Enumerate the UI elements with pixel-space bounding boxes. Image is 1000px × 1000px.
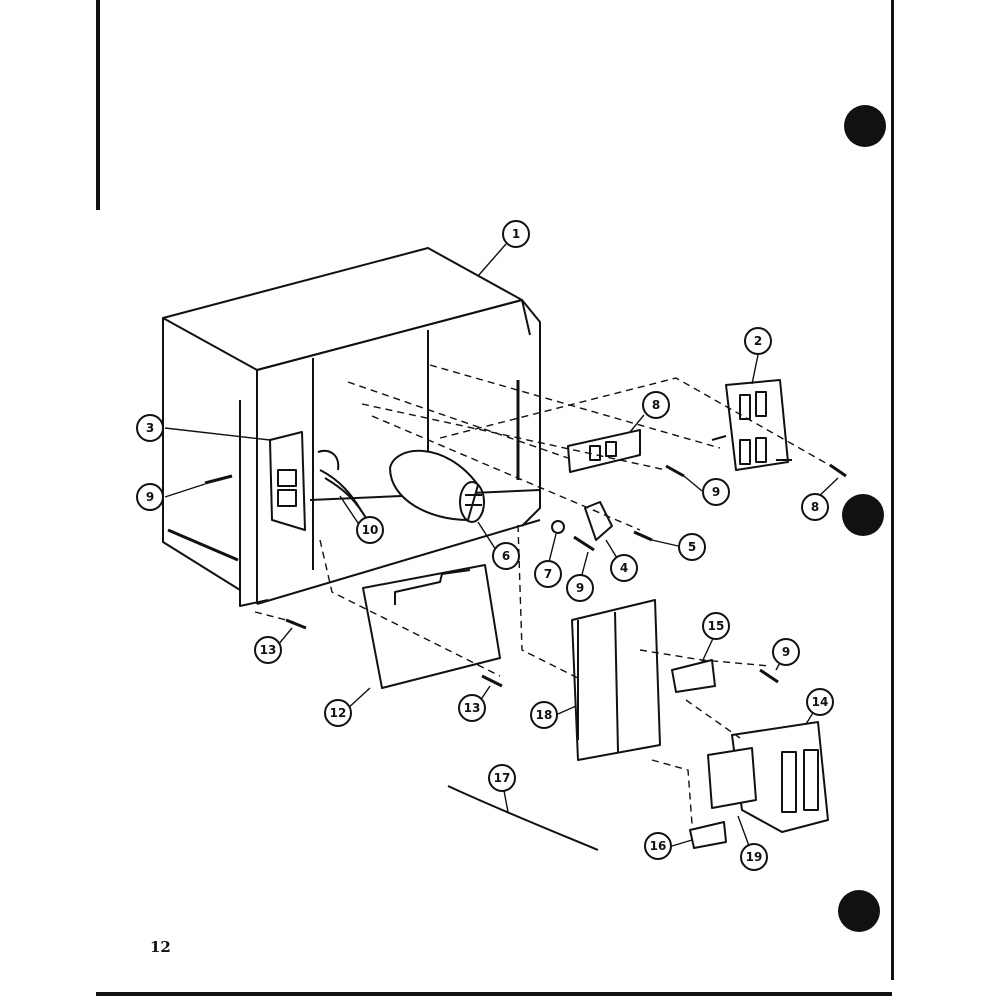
screw xyxy=(285,618,307,630)
callout-9b: 9 xyxy=(702,478,730,506)
screw xyxy=(665,464,685,478)
callout-number: 9 xyxy=(576,581,584,595)
callout-number: 7 xyxy=(544,567,552,581)
ground-lug xyxy=(584,501,613,541)
binder-hole-middle xyxy=(842,494,884,536)
callout-number: 13 xyxy=(260,643,277,657)
callout-6: 6 xyxy=(492,542,520,570)
screw xyxy=(633,530,653,542)
callout-number: 9 xyxy=(712,485,720,499)
callout-12: 12 xyxy=(324,699,352,727)
callout-number: 3 xyxy=(146,421,154,435)
callout-number: 16 xyxy=(650,839,667,853)
callout-15a: 15 xyxy=(702,612,730,640)
callout-number: 15 xyxy=(708,619,725,633)
callout-number: 13 xyxy=(464,701,481,715)
callout-1: 1 xyxy=(502,220,530,248)
callout-number: 9 xyxy=(146,490,154,504)
callout-7: 7 xyxy=(534,560,562,588)
callout-number: 18 xyxy=(536,708,553,722)
callouts: 1 2 3 9 8 9 8 10 6 5 4 7 9 15 9 14 13 12… xyxy=(136,220,834,871)
callout-number: 8 xyxy=(811,500,819,514)
screw xyxy=(573,535,595,552)
callout-9d: 9 xyxy=(772,638,800,666)
terminal-block xyxy=(269,431,306,531)
callout-10: 10 xyxy=(356,516,384,544)
callout-4: 4 xyxy=(610,554,638,582)
callout-19: 19 xyxy=(740,843,768,871)
screw xyxy=(481,674,503,688)
callout-number: 19 xyxy=(746,850,763,864)
callout-13b: 13 xyxy=(458,694,486,722)
callout-number: 10 xyxy=(362,523,379,537)
mounting-bracket xyxy=(571,599,661,761)
callout-17: 17 xyxy=(488,764,516,792)
screw xyxy=(759,668,779,684)
page-number: 12 xyxy=(150,938,171,956)
cover-plate-notch xyxy=(394,569,471,605)
wiring-harness xyxy=(317,450,367,519)
retainer-clip xyxy=(689,821,727,849)
circuit-breaker xyxy=(707,721,829,833)
callout-5: 5 xyxy=(678,533,706,561)
callout-8a: 8 xyxy=(642,391,670,419)
binder-hole-bottom xyxy=(838,890,880,932)
callout-number: 1 xyxy=(512,227,520,241)
callout-9a: 9 xyxy=(136,483,164,511)
contactor xyxy=(711,379,792,471)
page-border-bottom xyxy=(96,992,892,996)
callout-3: 3 xyxy=(136,414,164,442)
callout-16: 16 xyxy=(644,832,672,860)
tie-strap xyxy=(447,785,599,851)
callout-number: 6 xyxy=(502,549,510,563)
control-box-housing xyxy=(162,247,541,607)
callout-number: 9 xyxy=(782,645,790,659)
callout-14: 14 xyxy=(806,688,834,716)
alignment-lines xyxy=(254,364,839,825)
star-washer xyxy=(551,520,565,534)
callout-number: 12 xyxy=(330,706,347,720)
page-border-left xyxy=(96,0,100,210)
callout-number: 17 xyxy=(494,771,511,785)
callout-8b: 8 xyxy=(801,493,829,521)
page-border-right xyxy=(891,0,894,980)
spring-clip xyxy=(671,659,716,693)
callout-number: 5 xyxy=(688,540,696,554)
callout-13a: 13 xyxy=(254,636,282,664)
callout-18: 18 xyxy=(530,701,558,729)
callout-9c: 9 xyxy=(566,574,594,602)
callout-2: 2 xyxy=(744,327,772,355)
callout-number: 14 xyxy=(812,695,829,709)
callout-number: 4 xyxy=(620,561,628,575)
screw xyxy=(204,474,233,485)
callout-number: 8 xyxy=(652,398,660,412)
binder-hole-top xyxy=(844,105,886,147)
capacitor xyxy=(389,449,485,523)
callout-number: 2 xyxy=(754,334,762,348)
